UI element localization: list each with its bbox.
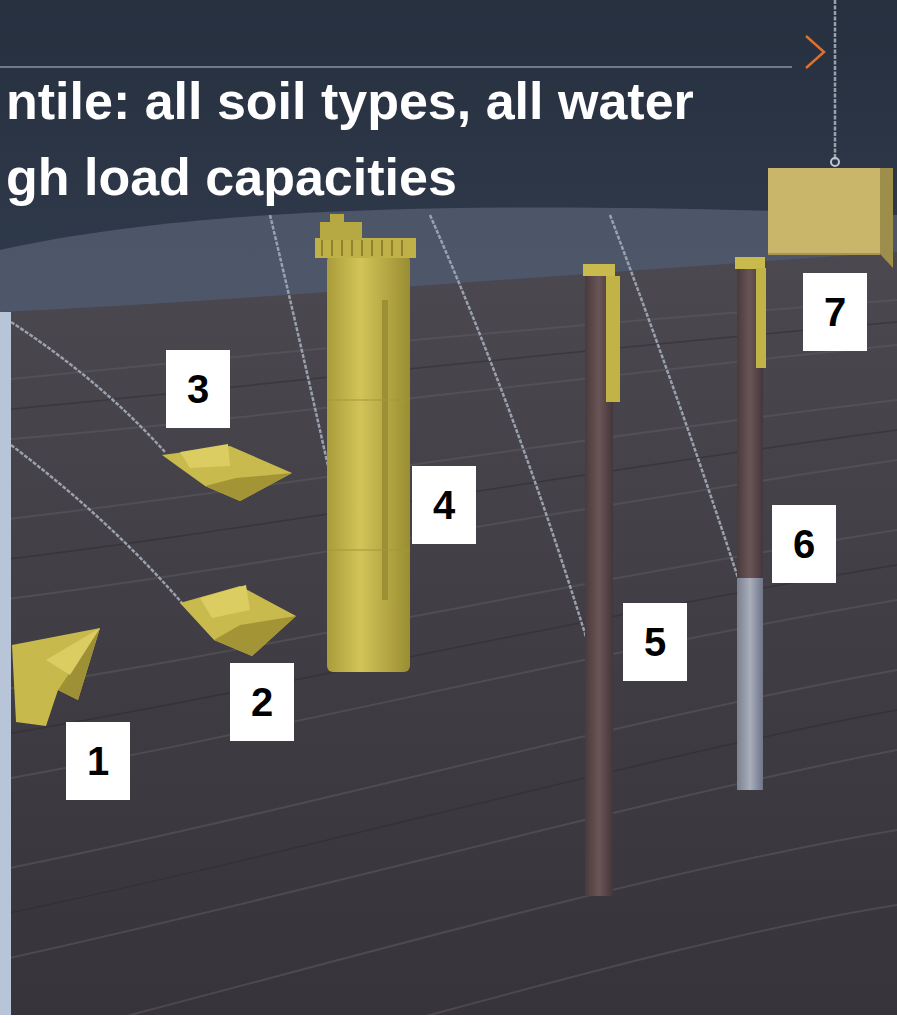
callout-number: 6 — [793, 524, 815, 564]
callout-number: 3 — [187, 369, 209, 409]
callout-number: 5 — [644, 622, 666, 662]
callout-box: 2 — [230, 663, 294, 741]
callout-box: 6 — [772, 505, 836, 583]
callout-number: 4 — [433, 485, 455, 525]
callout-box: 1 — [66, 722, 130, 800]
callout-box: 5 — [623, 603, 687, 681]
callout-number: 1 — [87, 741, 109, 781]
callout-box: 7 — [803, 273, 867, 351]
callout-box: 3 — [166, 350, 230, 428]
callout-box: 4 — [412, 466, 476, 544]
callout-number: 2 — [251, 682, 273, 722]
slide-title: ntile: all soil types, all water gh load… — [6, 63, 736, 215]
callout-number: 7 — [824, 292, 846, 332]
